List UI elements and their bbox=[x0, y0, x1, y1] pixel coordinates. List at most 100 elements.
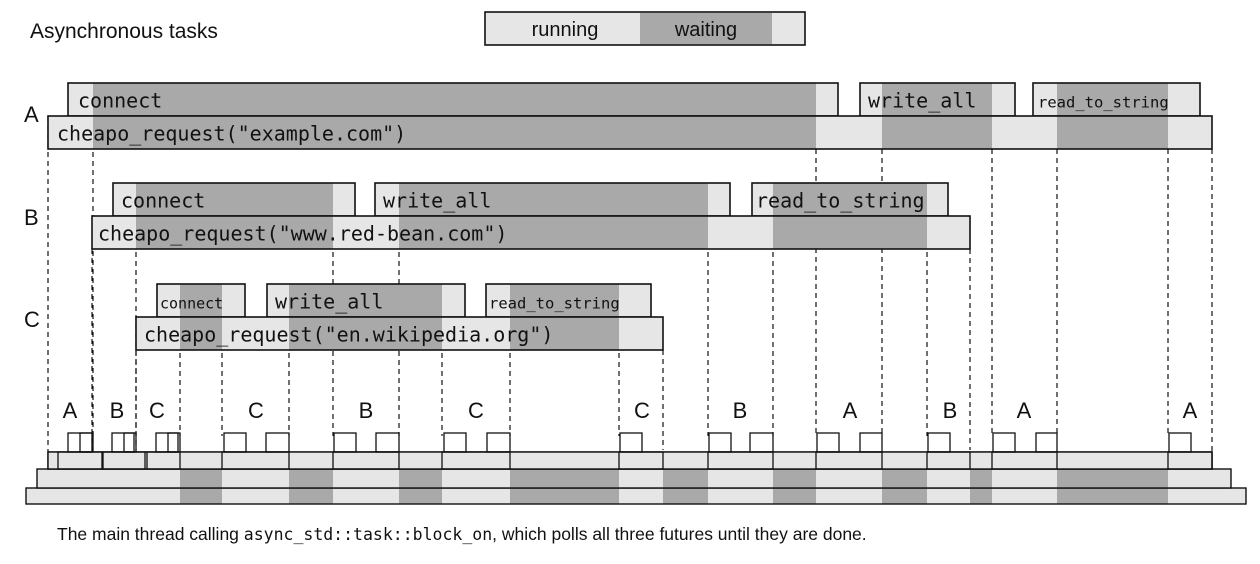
poll-call-9 bbox=[927, 432, 951, 453]
task-a-request-waiting-0 bbox=[93, 116, 816, 149]
poll-frame-10 bbox=[991, 451, 1058, 470]
task-bars: connect write_all read_to_string cheapo_req… bbox=[47, 82, 1213, 351]
task-b-read-to-string: read_to_string bbox=[751, 182, 949, 217]
poll-frame-3 bbox=[221, 451, 290, 470]
thread-level-4-waiting-0 bbox=[180, 488, 222, 504]
task-c-request-label: cheapo_request("en.wikipedia.org") bbox=[144, 322, 553, 346]
poll-call-8 bbox=[816, 432, 840, 453]
thread-level-3-waiting-5 bbox=[773, 469, 816, 488]
poll-label-4: B bbox=[359, 398, 374, 423]
task-b-connect-label: connect bbox=[121, 188, 205, 212]
caption-code: async_std::task::block_on bbox=[244, 525, 492, 544]
poll-label-10: A bbox=[1017, 398, 1032, 423]
poll-return-0 bbox=[79, 432, 94, 453]
legend: running waiting bbox=[484, 11, 806, 46]
task-b-read-to-string-label: read_to_string bbox=[756, 188, 925, 212]
task-a-connect-label: connect bbox=[78, 88, 162, 112]
task-a-read-to-string: read_to_string bbox=[1032, 82, 1201, 117]
main-thread-caption: The main thread calling async_std::task:… bbox=[57, 524, 867, 544]
poll-call-5 bbox=[443, 432, 467, 453]
poll-frame-4 bbox=[332, 451, 400, 470]
thread-level-4-waiting-4 bbox=[663, 488, 708, 504]
task-c-request-waiting-0 bbox=[180, 317, 222, 350]
task-b-request-waiting-2 bbox=[773, 216, 927, 249]
thread-level-3-waiting-8 bbox=[1057, 469, 1168, 488]
poll-call-10 bbox=[992, 432, 1016, 453]
task-a-request-waiting-2 bbox=[1057, 116, 1168, 149]
poll-label-6: C bbox=[634, 398, 650, 423]
task-c-read-to-string: read_to_string bbox=[485, 283, 652, 318]
task-a-write-all: write_all bbox=[859, 82, 1016, 117]
thread-level-1 bbox=[48, 452, 1212, 469]
task-a-write-all-label: write_all bbox=[868, 88, 976, 112]
task-b-request-waiting-0 bbox=[136, 216, 333, 249]
thread-level-4-waiting-6 bbox=[882, 488, 927, 504]
thread-level-3-waiting-6 bbox=[882, 469, 927, 488]
task-c-request: cheapo_request("en.wikipedia.org") bbox=[135, 316, 664, 351]
thread-level-4-waiting-2 bbox=[399, 488, 442, 504]
task-c-connect-label: connect bbox=[160, 294, 223, 312]
poll-label-7: B bbox=[733, 398, 748, 423]
task-label-c: C bbox=[24, 307, 40, 332]
task-b-request-label: cheapo_request("www.red-bean.com") bbox=[98, 221, 507, 245]
task-a-read-to-string-waiting-0 bbox=[1057, 83, 1168, 116]
task-b-request-outline bbox=[91, 215, 971, 250]
poll-call-3 bbox=[223, 432, 247, 453]
task-a-request-waiting-1 bbox=[882, 116, 992, 149]
thread-level-3-waiting-0 bbox=[180, 469, 222, 488]
thread-level-4-waiting-8 bbox=[1057, 488, 1168, 504]
poll-call-6 bbox=[619, 432, 643, 453]
task-a-connect-waiting-0 bbox=[93, 83, 816, 116]
poll-label-1: B bbox=[110, 398, 125, 423]
task-c-request-waiting-1 bbox=[289, 317, 442, 350]
thread-level-3-waiting-4 bbox=[663, 469, 708, 488]
poll-call-7 bbox=[708, 432, 732, 453]
poll-label-9: B bbox=[943, 398, 958, 423]
poll-label-0: A bbox=[63, 398, 78, 423]
caption-before: The main thread calling bbox=[57, 524, 244, 544]
poll-label-3: C bbox=[248, 398, 264, 423]
thread-level-3-waiting-2 bbox=[399, 469, 442, 488]
task-b-write-all-label: write_all bbox=[383, 188, 491, 212]
task-c-write-all-label: write_all bbox=[275, 289, 383, 313]
poll-return-8 bbox=[1035, 432, 1058, 453]
poll-return-3 bbox=[265, 432, 290, 453]
task-c-request-waiting-2 bbox=[510, 317, 619, 350]
thread-level-3-waiting-7 bbox=[970, 469, 992, 488]
thread-level-4-waiting-1 bbox=[289, 488, 333, 504]
thread-level-4-waiting-5 bbox=[773, 488, 816, 504]
thread-level-3-waiting-1 bbox=[289, 469, 333, 488]
task-a-read-to-string-label: read_to_string bbox=[1038, 93, 1169, 111]
task-label-a: A bbox=[24, 102, 39, 127]
task-a-request: cheapo_request("example.com") bbox=[47, 115, 1213, 150]
task-c-request-outline bbox=[135, 316, 664, 351]
task-b-request: cheapo_request("www.red-bean.com") bbox=[91, 215, 971, 250]
poll-call-1 bbox=[111, 432, 135, 453]
task-b-write-all: write_all bbox=[374, 182, 731, 217]
poll-return-1 bbox=[123, 432, 137, 453]
task-c-connect-waiting-0 bbox=[180, 284, 222, 317]
task-c-write-all-waiting-0 bbox=[289, 284, 442, 317]
task-b-connect-waiting-0 bbox=[136, 183, 333, 216]
caption-after: , which polls all three futures until th… bbox=[492, 524, 867, 544]
thread-level-4-waiting-7 bbox=[970, 488, 992, 504]
main-thread-polling bbox=[25, 432, 1247, 505]
poll-call-2 bbox=[155, 432, 179, 453]
task-a-connect: connect bbox=[67, 82, 839, 117]
poll-frame-5 bbox=[441, 451, 511, 470]
task-a-request-outline bbox=[47, 115, 1213, 150]
task-label-b: B bbox=[24, 205, 39, 230]
poll-label-2: C bbox=[149, 398, 165, 423]
legend-running-label: running bbox=[532, 19, 599, 41]
poll-label-8: A bbox=[843, 398, 858, 423]
legend-waiting-swatch bbox=[640, 13, 772, 44]
task-c-write-all: write_all bbox=[266, 283, 466, 318]
task-b-connect: connect bbox=[112, 182, 356, 217]
poll-return-6 bbox=[749, 432, 774, 453]
diagram-title: Asynchronous tasks bbox=[30, 20, 218, 43]
poll-return-2 bbox=[167, 432, 181, 453]
poll-label-5: C bbox=[468, 398, 484, 423]
poll-return-7 bbox=[859, 432, 883, 453]
task-c-connect: connect bbox=[156, 283, 246, 318]
poll-return-5 bbox=[486, 432, 511, 453]
